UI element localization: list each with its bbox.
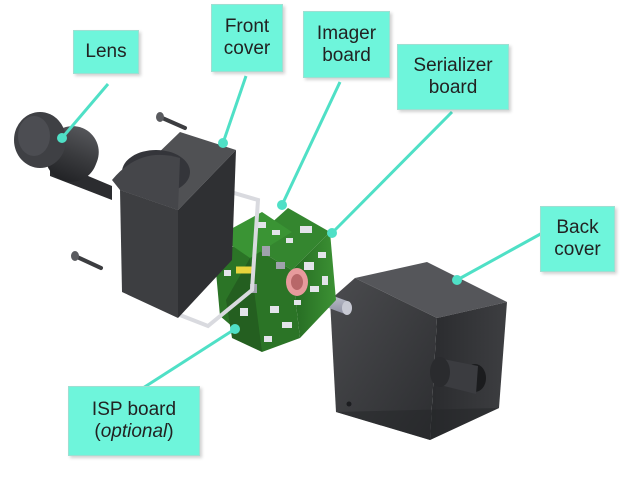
isp-open-paren: (: [94, 421, 101, 442]
screws: [71, 112, 187, 270]
imager-board-label-line1: Imager: [316, 22, 377, 44]
leader-back-cover: [456, 224, 556, 282]
imager-board-label-line2: board: [322, 44, 371, 66]
front-cover-label-line1: Front: [224, 16, 270, 37]
leader-isp-board: [142, 327, 236, 390]
lens-label-text: Lens: [85, 41, 127, 62]
front-cover-label: Front cover: [211, 4, 283, 72]
isp-board-label-line2: (optional): [94, 421, 173, 443]
back-cover-label-line2: cover: [554, 239, 601, 260]
lens-part: [14, 112, 112, 200]
serializer-board-label: Serializer board: [397, 44, 509, 110]
leader-imager-board: [280, 81, 342, 206]
leader-serializer-board: [330, 110, 454, 235]
leader-front-cover: [221, 75, 248, 144]
leader-lines: [60, 75, 556, 390]
isp-board-label-line1: ISP board: [91, 399, 177, 420]
lens-label: Lens: [73, 30, 139, 74]
serializer-board-label-line1: Serializer: [413, 55, 493, 76]
back-cover-label-line1: Back: [556, 217, 599, 238]
isp-board-label: ISP board (optional): [68, 386, 200, 456]
serializer-board-label-line2: board: [428, 77, 478, 98]
imager-board-label: Imager board: [303, 11, 390, 78]
front-cover-label-line2: cover: [223, 38, 271, 59]
back-cover-label: Back cover: [540, 206, 615, 272]
leader-lens: [60, 83, 110, 139]
back-cover-part: [330, 262, 507, 440]
isp-optional-text: optional: [100, 421, 168, 442]
front-cover-part: [112, 132, 236, 318]
isp-close-paren: ): [167, 421, 174, 442]
leader-dots: [57, 133, 462, 334]
